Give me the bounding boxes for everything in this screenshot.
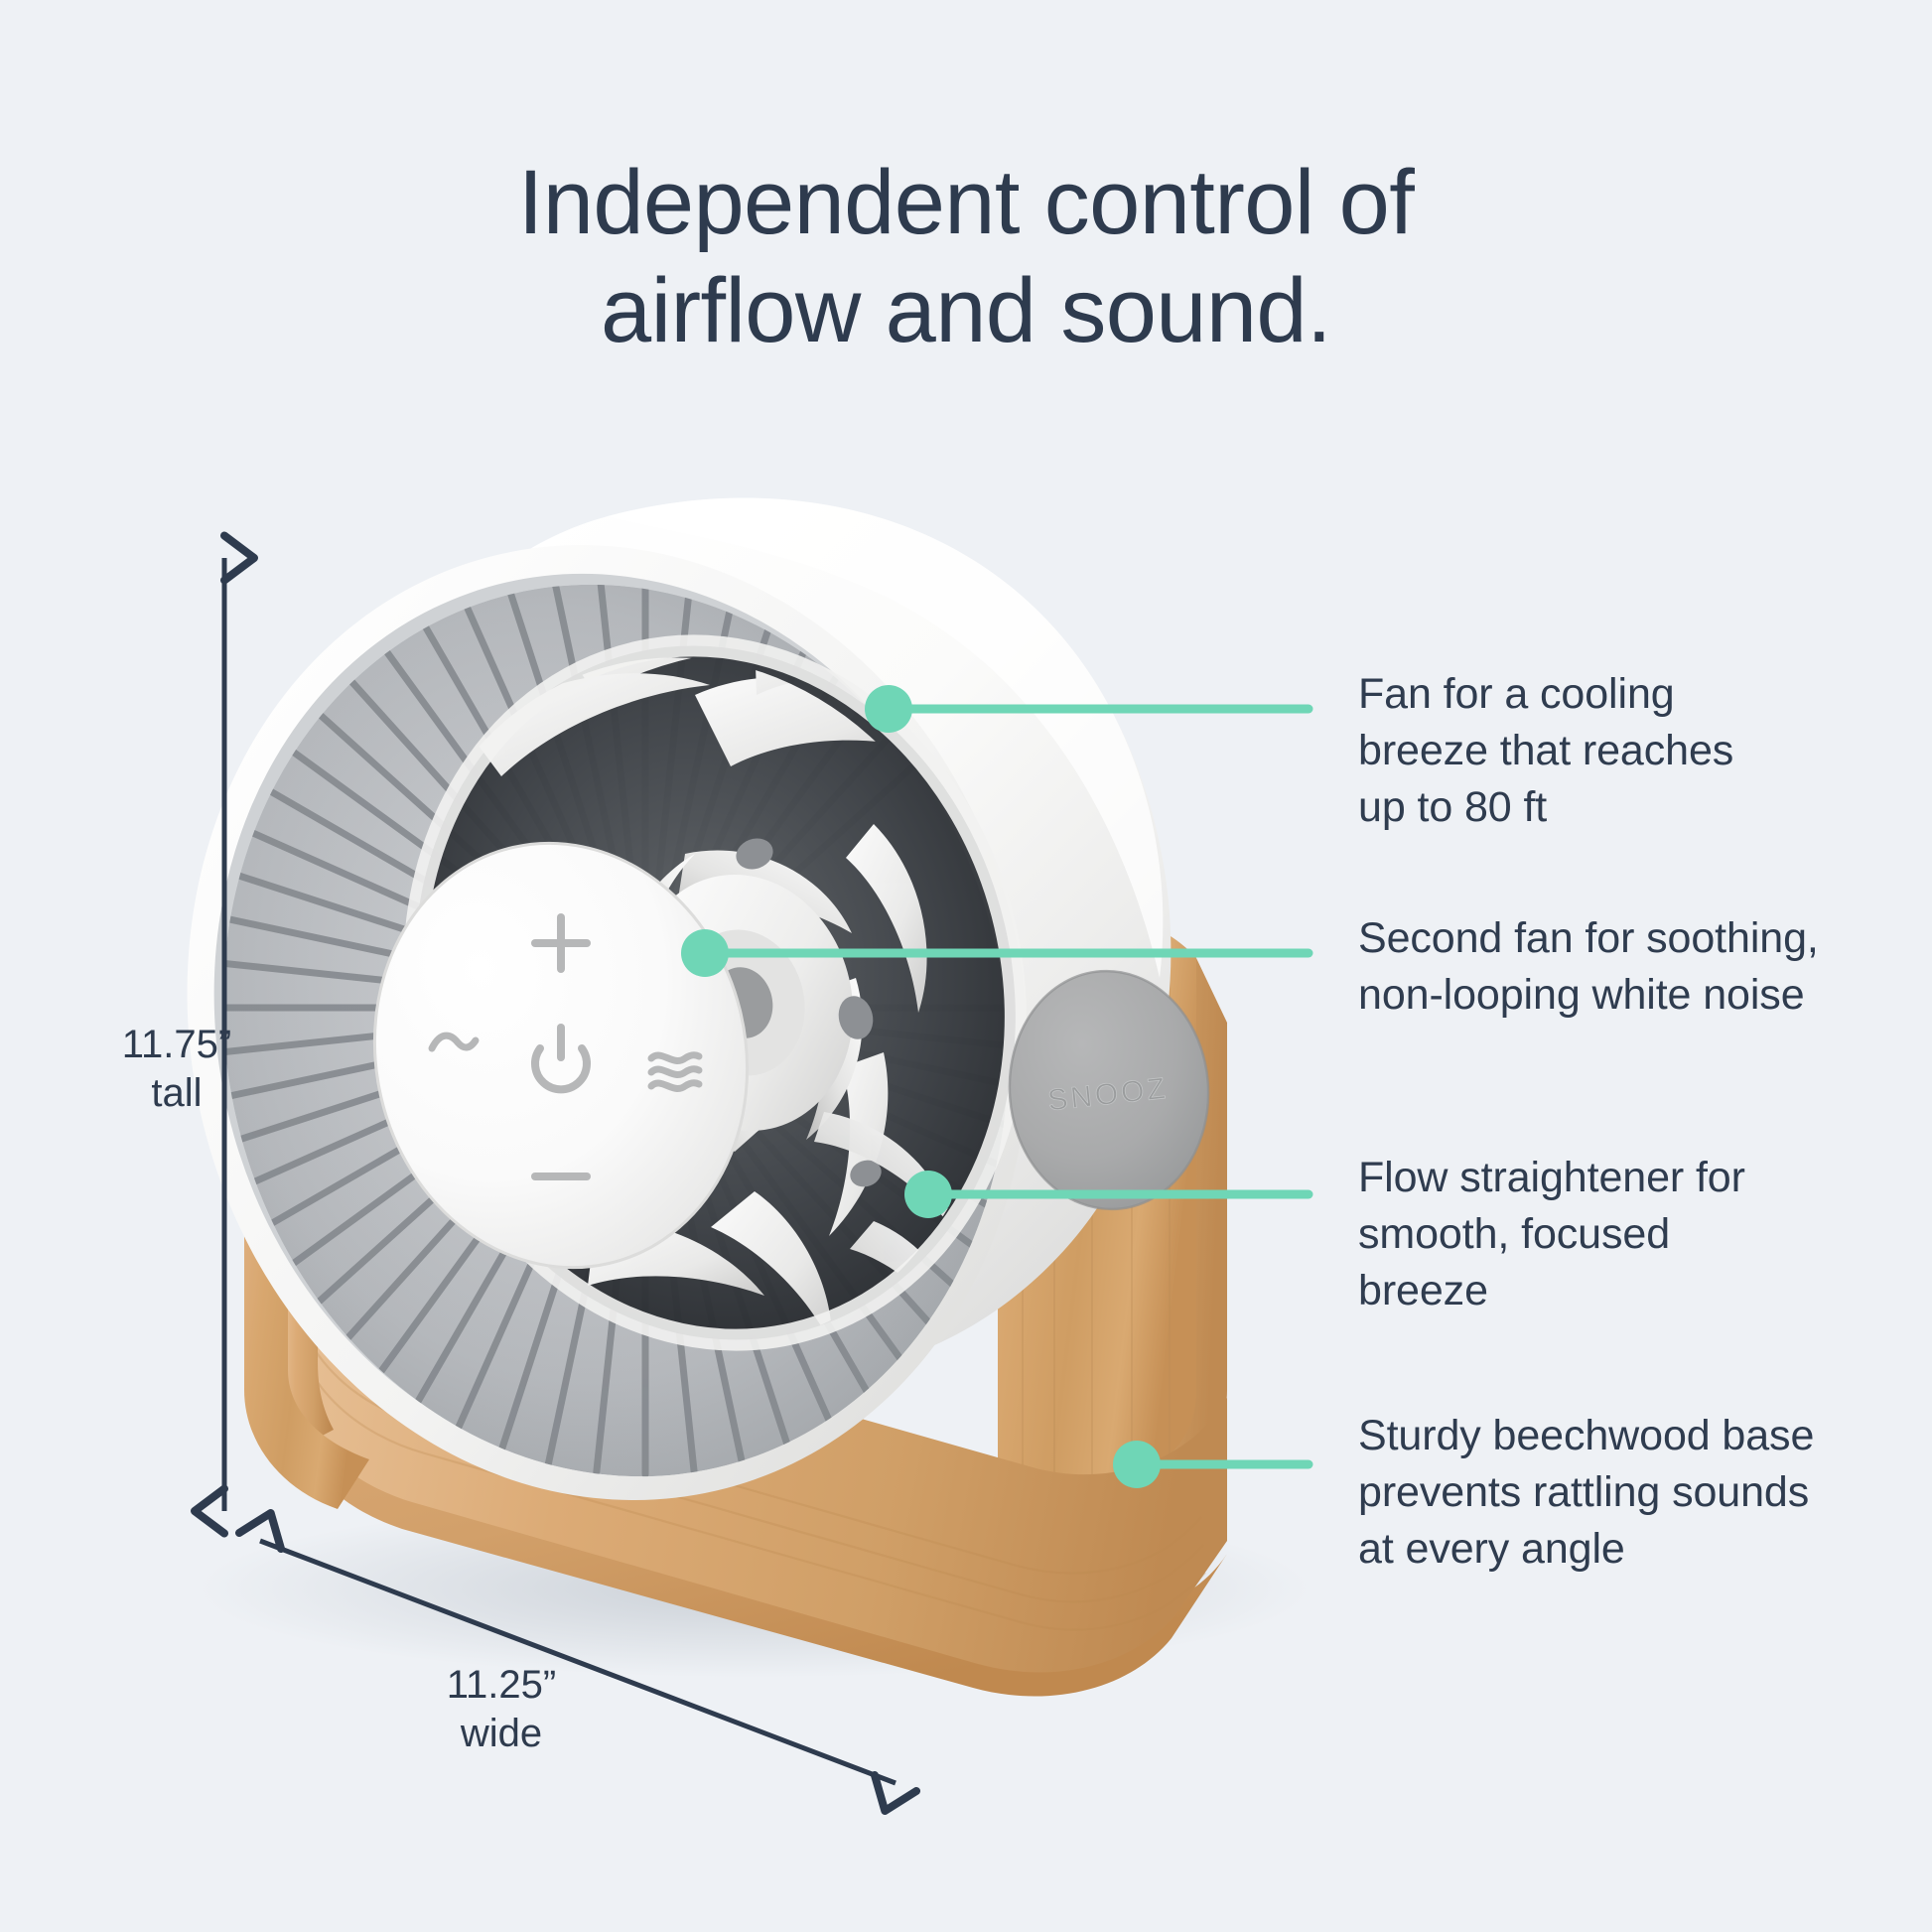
- callout-second-fan-white-noise: Second fan for soothing, non-looping whi…: [1358, 914, 1819, 1019]
- side-logo-cap: SNOOZ: [1008, 969, 1210, 1211]
- power-button: [531, 1024, 591, 1094]
- control-panel: [372, 841, 750, 1270]
- callout-fan-cooling-breeze: Fan for a cooling breeze that reaches up…: [1358, 670, 1734, 831]
- page-title: Independent control of airflow and sound…: [517, 152, 1415, 362]
- sound-mode-button: [428, 1032, 480, 1052]
- flow-straightener-vanes: [814, 1112, 965, 1342]
- height-dimension-label: 11.75” tall: [121, 1023, 232, 1115]
- screw-icon: [736, 838, 882, 1187]
- callout-beechwood-base: Sturdy beechwood base prevents rattling …: [1358, 1412, 1815, 1573]
- increase-button: [531, 913, 591, 973]
- airflow-mode-button: [647, 1051, 703, 1092]
- width-dimension-label: 11.25” wide: [446, 1663, 557, 1755]
- callout-flow-straightener: Flow straightener for smooth, focused br…: [1358, 1154, 1745, 1314]
